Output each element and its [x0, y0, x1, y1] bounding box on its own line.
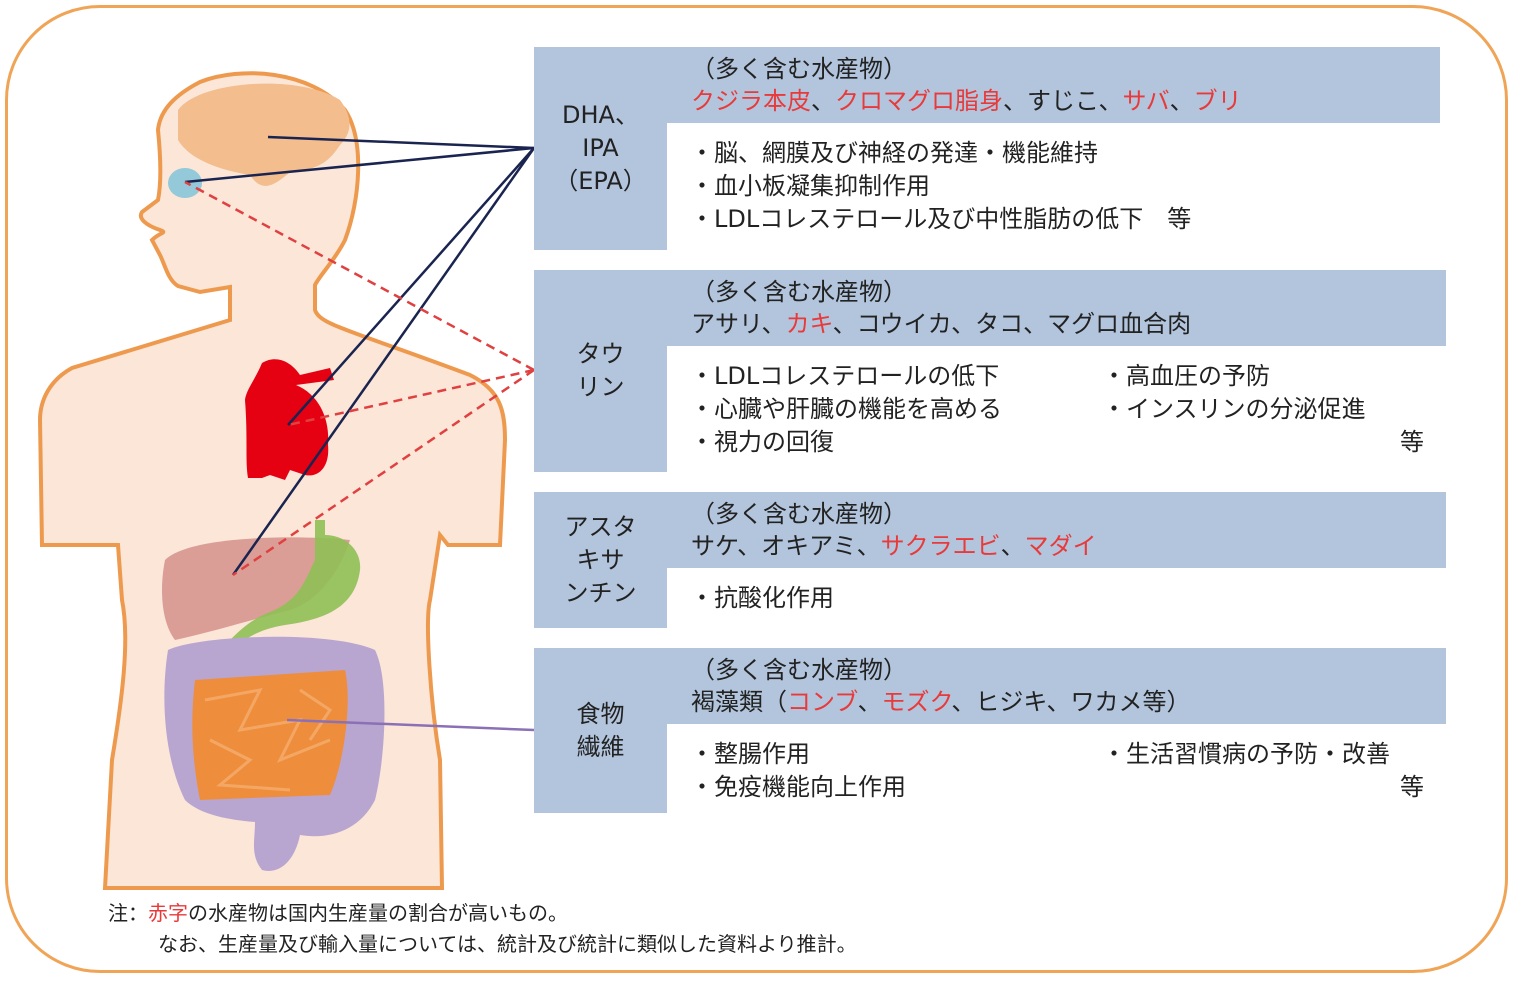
footnote: 注：赤字の水産物は国内生産量の割合が高いもの。 なお、生産量及び輸入量については… [108, 898, 857, 960]
header-title: （多く含む水産物） [691, 55, 907, 83]
header-title: （多く含む水産物） [691, 656, 907, 684]
foods-line: 褐藻類（コンブ、モズク、ヒジキ、ワカメ等） [691, 688, 1191, 716]
header-astaxanthin: （多く含む水産物） サケ、オキアミ、サクラエビ、マダイ [667, 492, 1446, 568]
effect-item: ・視力の回復 [690, 428, 834, 456]
connector-line-fiber [286, 718, 535, 732]
stomach [225, 520, 361, 650]
liver [162, 537, 350, 640]
label-taurine: タウ リン [534, 270, 667, 472]
header-title: （多く含む水産物） [691, 278, 907, 306]
label-astaxanthin: アスタ キサ ンチン [534, 492, 667, 628]
body-outline [37, 71, 508, 890]
header-dha: （多く含む水産物） クジラ本皮、クロマグロ脂身、すじこ、サバ、ブリ [667, 47, 1440, 123]
effects-taurine-right: ・高血圧の予防 ・インスリンの分泌促進 [1102, 360, 1366, 426]
effect-item: ・脳、網膜及び神経の発達・機能維持 [690, 139, 1098, 167]
header-title: （多く含む水産物） [691, 500, 907, 528]
effect-item: ・インスリンの分泌促進 [1102, 395, 1366, 423]
effects-astaxanthin: ・抗酸化作用 [690, 582, 834, 615]
outer-frame [5, 5, 1508, 973]
etc-label: 等 [1400, 773, 1424, 801]
connector-lines-dha [184, 135, 536, 576]
effect-item: ・LDLコレステロール及び中性脂肪の低下 等 [690, 205, 1192, 233]
etc-label: 等 [1400, 428, 1424, 456]
label-dietary-fiber: 食物 繊維 [534, 648, 667, 813]
effect-item: ・整腸作用 [690, 740, 810, 768]
connector-lines-taurine [184, 180, 535, 577]
note-red-text: 赤字 [148, 901, 188, 925]
effects-fiber-right: ・生活習慣病の予防・改善 [1102, 738, 1390, 771]
note-line2: なお、生産量及び輸入量については、統計及び統計に類似した資料より推計。 [158, 932, 857, 956]
intestine-texture [204, 687, 333, 792]
foods-line: サケ、オキアミ、サクラエビ、マダイ [691, 532, 1097, 560]
effect-item: ・抗酸化作用 [690, 584, 834, 612]
effect-item: ・免疫機能向上作用 [690, 773, 906, 801]
small-intestine [192, 670, 348, 800]
effect-item: ・血小板凝集抑制作用 [690, 172, 930, 200]
label-dha: DHA、 IPA （EPA） [534, 47, 667, 250]
header-dietary-fiber: （多く含む水産物） 褐藻類（コンブ、モズク、ヒジキ、ワカメ等） [667, 648, 1446, 724]
effects-taurine: ・LDLコレステロールの低下 ・心臓や肝臓の機能を高める ・視力の回復 [690, 360, 1002, 459]
effects-dietary-fiber: ・整腸作用 ・免疫機能向上作用 [690, 738, 906, 804]
effect-item: ・生活習慣病の予防・改善 [1102, 740, 1390, 768]
effect-item: ・LDLコレステロールの低下 [690, 362, 1000, 390]
header-taurine: （多く含む水産物） アサリ、カキ、コウイカ、タコ、マグロ血合肉 [667, 270, 1446, 346]
effects-dha: ・脳、網膜及び神経の発達・機能維持 ・血小板凝集抑制作用 ・LDLコレステロール… [690, 137, 1191, 236]
foods-line: アサリ、カキ、コウイカ、タコ、マグロ血合肉 [691, 310, 1192, 338]
brain [178, 83, 350, 186]
foods-line: クジラ本皮、クロマグロ脂身、すじこ、サバ、ブリ [691, 87, 1242, 115]
note-text: の水産物は国内生産量の割合が高いもの。 [188, 901, 568, 925]
effect-item: ・高血圧の予防 [1102, 362, 1270, 390]
note-prefix: 注： [108, 901, 148, 925]
heart [245, 359, 334, 480]
effect-item: ・心臓や肝臓の機能を高める [690, 395, 1002, 423]
